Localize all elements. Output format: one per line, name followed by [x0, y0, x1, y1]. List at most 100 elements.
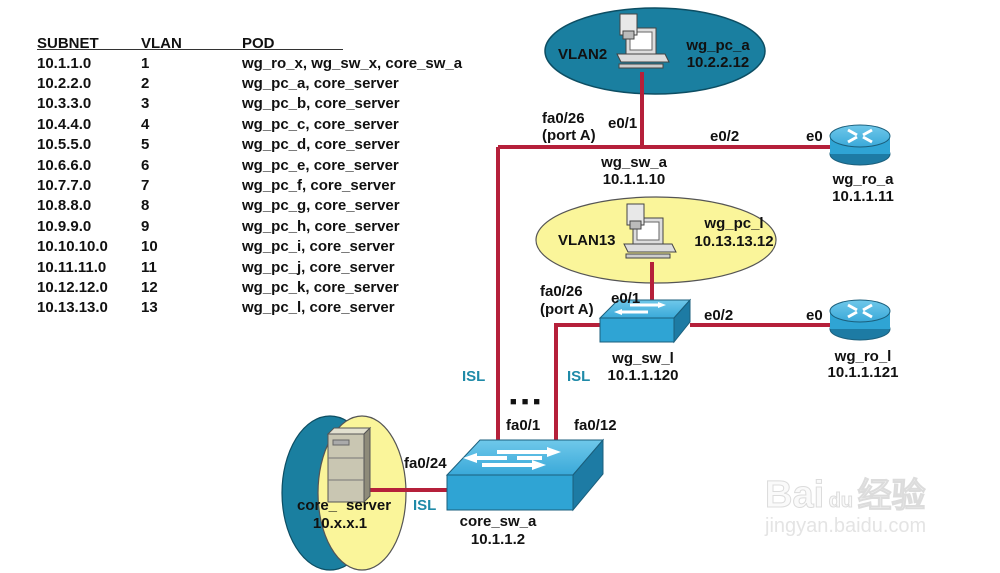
- pc-icon-wg-pc-l[interactable]: [623, 203, 677, 259]
- watermark-brand: Bai: [764, 474, 825, 517]
- baidu-watermark: Bai du 经验 jingyan.baidu.com: [764, 468, 926, 538]
- switch-icon-core-sw-a[interactable]: [445, 438, 605, 512]
- subnet-cell: 10.11.11.0: [37, 258, 107, 276]
- vlan13-label: VLAN13: [558, 232, 616, 249]
- pod-cell: wg_pc_e, core_server: [242, 156, 399, 174]
- table-row: 10.10.10.0 10 wg_pc_i, core_server: [37, 237, 502, 257]
- wg-ro-l-port-e0: e0: [806, 307, 823, 324]
- vlan-cell: 2: [141, 75, 150, 93]
- vlan-cell: 9: [141, 217, 150, 235]
- subnet-cell: 10.7.7.0: [37, 177, 92, 195]
- pod-cell: wg_pc_j, core_server: [242, 258, 395, 276]
- subnet-cell: 10.8.8.0: [37, 197, 92, 215]
- table-row: 10.8.8.0 8 wg_pc_g, core_server: [37, 196, 502, 216]
- pod-cell: wg_ro_x, wg_sw_x, core_sw_a: [242, 54, 463, 72]
- pod-cell: wg_pc_d, core_server: [242, 136, 400, 154]
- pod-cell: wg_pc_h, core_server: [242, 217, 400, 235]
- vlan-cell: 13: [141, 299, 158, 317]
- wg-sw-a-uplink-port: fa0/26: [542, 110, 585, 127]
- subnet-cell: 10.9.9.0: [37, 217, 92, 235]
- wg-sw-a-name: wg_sw_a: [601, 154, 667, 171]
- subnet-cell: 10.2.2.0: [37, 75, 92, 93]
- table-header-row: SUBNET VLAN POD: [37, 34, 502, 53]
- pod-cell: wg_pc_l, core_server: [242, 299, 395, 317]
- vlan2-label: VLAN2: [558, 46, 608, 63]
- core-server-ip: 10.x.x.1: [312, 515, 368, 532]
- pod-cell: wg_pc_i, core_server: [242, 238, 395, 256]
- subnet-vlan-table: SUBNET VLAN POD 10.1.1.0 1 wg_ro_x, wg_sw_…: [37, 34, 502, 318]
- isl-label-server: ISL: [413, 497, 437, 514]
- vlan-cell: 11: [141, 258, 157, 276]
- vlan-cell: 8: [141, 197, 150, 215]
- wg-sw-a-ip: 10.1.1.10: [602, 171, 666, 188]
- subnet-cell: 10.12.12.0: [37, 278, 108, 296]
- server-icon-core-server[interactable]: [326, 426, 372, 504]
- wg-ro-l-name: wg_ro_l: [834, 348, 892, 365]
- vlan-cell: 1: [141, 54, 150, 72]
- router-icon-wg-ro-a[interactable]: [829, 124, 891, 166]
- isl-label-sw-a: ISL: [462, 368, 486, 385]
- wg-sw-a-port-e0-2: e0/2: [710, 128, 740, 145]
- header-subnet: SUBNET: [37, 35, 99, 52]
- wg-pc-l-name: wg_pc_l: [704, 215, 764, 232]
- table-row: 10.4.4.0 4 wg_pc_c, core_server: [37, 114, 502, 134]
- pod-cell: wg_pc_f, core_server: [242, 177, 396, 195]
- watermark-paw-text: du: [828, 490, 854, 513]
- pod-cell: wg_pc_k, core_server: [242, 278, 399, 296]
- vlan-cell: 5: [141, 136, 150, 154]
- header-vlan: VLAN: [141, 35, 182, 52]
- wg-sw-a-port-e0-1: e0/1: [608, 115, 638, 132]
- pc-icon-wg-pc-a[interactable]: [616, 13, 670, 69]
- wg-pc-a-ip: 10.2.2.12: [686, 54, 750, 71]
- wg-ro-l-ip: 10.1.1.121: [827, 364, 899, 381]
- wg-ro-a-port-e0: e0: [806, 128, 823, 145]
- link-core-sw-l-isl: [554, 323, 605, 452]
- vlan-cell: 10: [141, 238, 158, 256]
- vlan-cell: 12: [141, 278, 158, 296]
- subnet-cell: 10.6.6.0: [37, 156, 92, 174]
- wg-sw-a-uplink-port-note: (port A): [542, 127, 596, 144]
- vlan-cell: 4: [141, 115, 150, 133]
- core-sw-a-port-fa0-24: fa0/24: [404, 455, 447, 472]
- wg-sw-l-port-e0-1: e0/1: [611, 290, 641, 307]
- pod-cell: wg_pc_a, core_server: [242, 75, 399, 93]
- header-pod: POD: [242, 35, 275, 52]
- table-row: 10.2.2.0 2 wg_pc_a, core_server: [37, 73, 502, 93]
- subnet-cell: 10.3.3.0: [37, 95, 92, 113]
- core-server-name-right: server: [346, 497, 392, 514]
- table-row: 10.1.1.0 1 wg_ro_x, wg_sw_x, core_sw_a: [37, 53, 502, 73]
- subnet-cell: 10.10.10.0: [37, 238, 108, 256]
- pod-cell: wg_pc_g, core_server: [242, 197, 400, 215]
- wg-sw-l-uplink-port: fa0/26: [540, 283, 583, 300]
- watermark-cn: 经验: [857, 477, 926, 516]
- pod-cell: wg_pc_c, core_server: [242, 115, 399, 133]
- header-underline: [37, 49, 343, 50]
- subnet-cell: 10.13.13.0: [37, 299, 108, 317]
- core-sw-a-ip: 10.1.1.2: [470, 531, 526, 548]
- table-row: 10.13.13.0 13 wg_pc_l, core_server: [37, 298, 502, 318]
- core-server-name-left: core_: [297, 497, 338, 514]
- more-switches-ellipsis: ■ ■ ■: [510, 396, 542, 408]
- wg-pc-l-ip: 10.13.13.12: [694, 233, 774, 250]
- wg-ro-a-name: wg_ro_a: [832, 171, 894, 188]
- wg-pc-a-name: wg_pc_a: [686, 37, 750, 54]
- core-sw-a-port-fa0-1: fa0/1: [506, 417, 541, 434]
- wg-sw-l-ip: 10.1.1.120: [607, 367, 679, 384]
- switch-icon-wg-sw-l[interactable]: [598, 298, 692, 344]
- core-sw-a-port-fa0-12: fa0/12: [574, 417, 617, 434]
- subnet-cell: 10.4.4.0: [37, 115, 92, 133]
- wg-sw-l-port-e0-2: e0/2: [704, 307, 734, 324]
- table-row: 10.12.12.0 12 wg_pc_k, core_server: [37, 277, 502, 297]
- vlan-cell: 3: [141, 95, 150, 113]
- router-icon-wg-ro-l[interactable]: [829, 299, 891, 341]
- wg-ro-a-ip: 10.1.1.11: [832, 188, 894, 205]
- subnet-cell: 10.1.1.0: [37, 54, 92, 72]
- wg-sw-l-name: wg_sw_l: [612, 350, 674, 367]
